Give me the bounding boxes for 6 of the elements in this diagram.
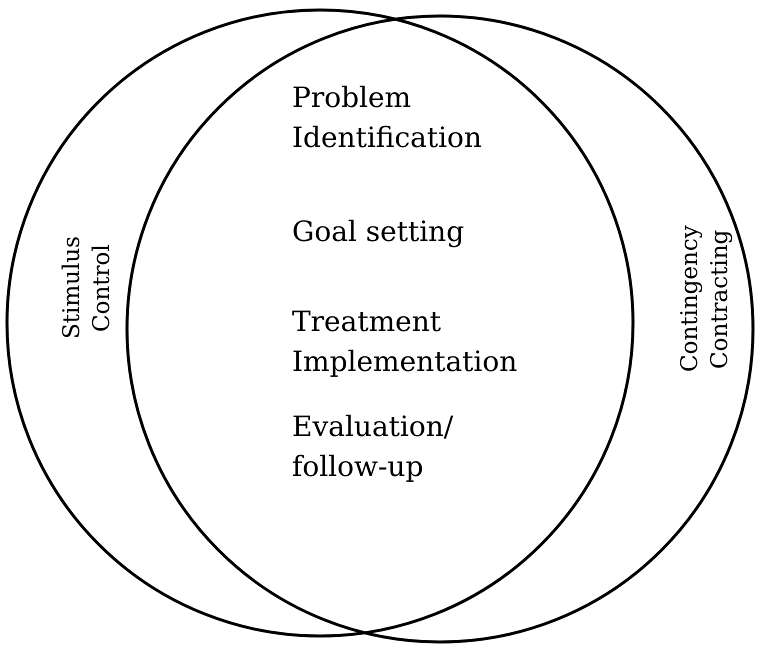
circle-label: Stimulus Control [58, 236, 116, 342]
overlap-label: Treatment Implementation [292, 304, 518, 380]
overlap-label: Evaluation/ follow-up [292, 409, 454, 485]
overlap-label: Goal setting [292, 214, 466, 250]
circle-label: Contingency Contracting [676, 224, 734, 374]
overlap-label: Problem Identification [292, 80, 483, 156]
